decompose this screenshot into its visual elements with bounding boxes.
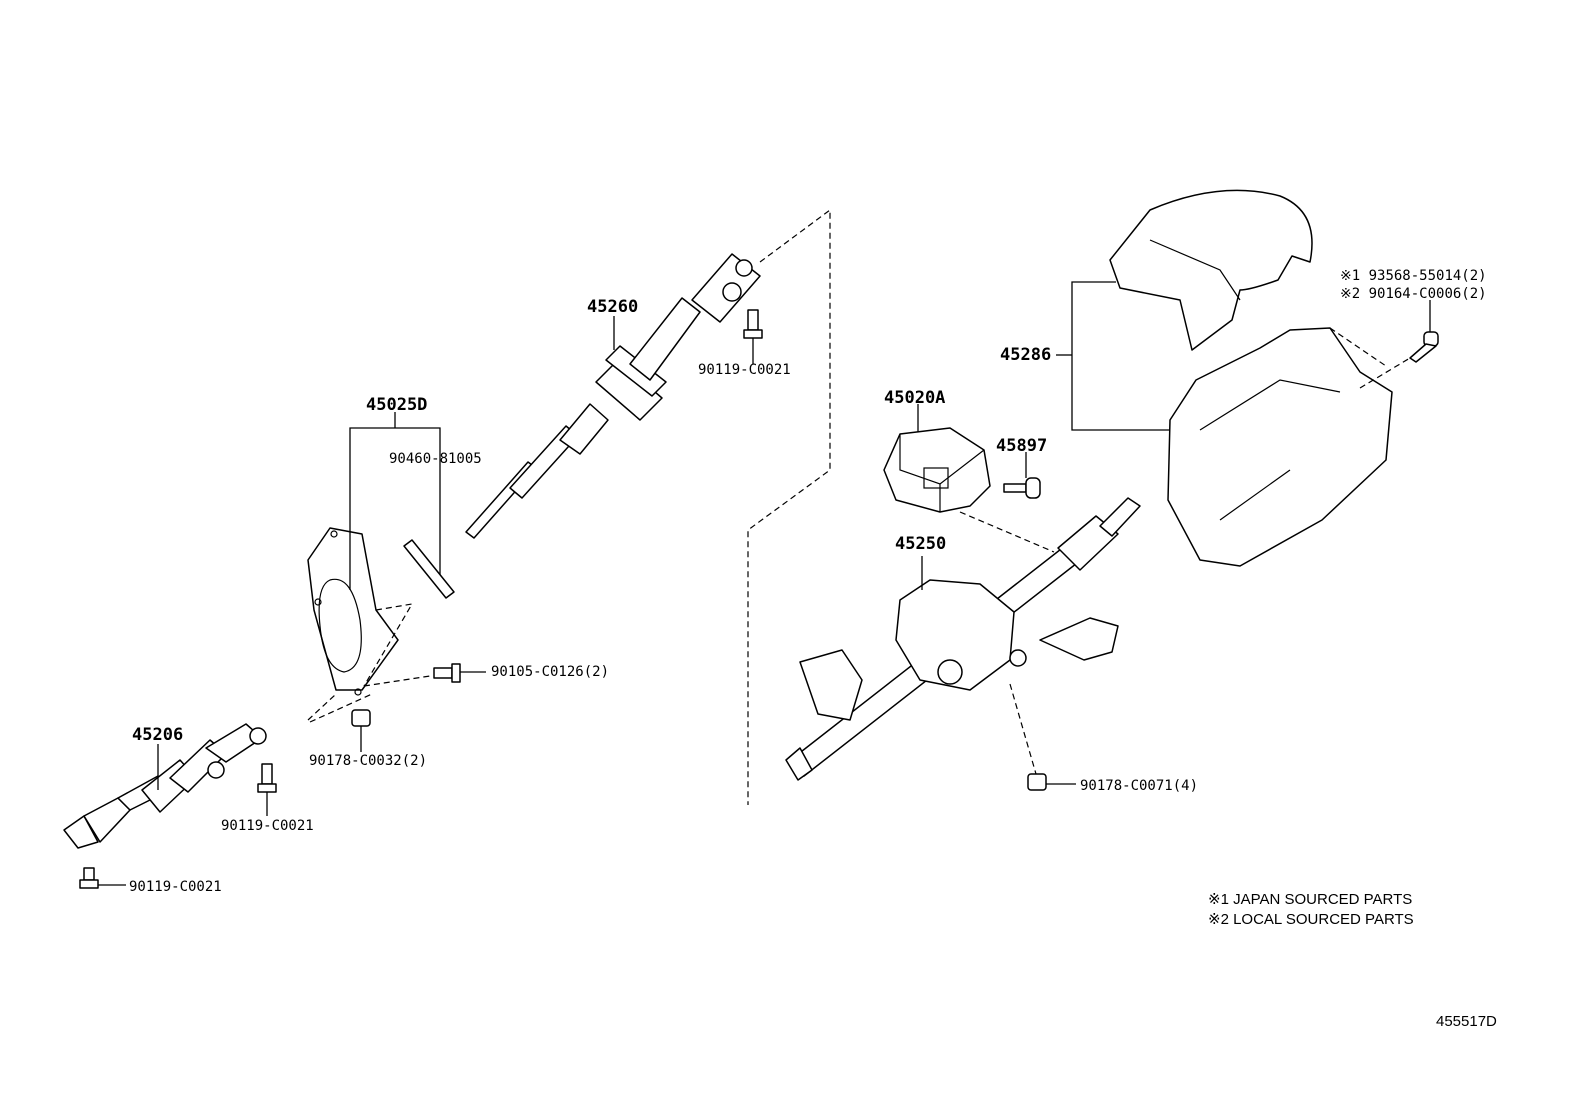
- label-45897: 45897: [996, 436, 1047, 456]
- label-93568: ※1 93568-55014(2): [1340, 268, 1487, 284]
- bolt-45897: [1003, 477, 1041, 499]
- label-90119-mid: 90119-C0021: [221, 818, 314, 834]
- label-45206: 45206: [132, 725, 183, 745]
- label-45020A: 45020A: [884, 388, 945, 408]
- bolt-90119-mid: [257, 763, 277, 816]
- label-90105: 90105-C0126(2): [491, 664, 609, 680]
- label-90119-upper: 90119-C0021: [698, 362, 791, 378]
- note-local-sourced: ※2 LOCAL SOURCED PARTS: [1208, 911, 1414, 928]
- column-cover-lower: [1167, 327, 1393, 567]
- note-japan-sourced: ※1 JAPAN SOURCED PARTS: [1208, 891, 1412, 908]
- nut-90178-C0071: [1027, 773, 1076, 791]
- bolt-90119-bottom: [79, 867, 126, 889]
- label-45286: 45286: [1000, 345, 1051, 365]
- label-45025D: 45025D: [366, 395, 427, 415]
- label-90460: 90460-81005: [389, 451, 482, 467]
- label-45260: 45260: [587, 297, 638, 317]
- label-90164: ※2 90164-C0006(2): [1340, 286, 1487, 302]
- label-90178-C0032: 90178-C0032(2): [309, 753, 427, 769]
- bolt-90119-upper: [743, 309, 763, 364]
- bolt-90105: [433, 663, 486, 683]
- label-90119-bottom: 90119-C0021: [129, 879, 222, 895]
- label-45250: 45250: [895, 534, 946, 554]
- column-cover-upper: [1109, 189, 1313, 351]
- intermediate-shaft-45260: [465, 208, 831, 805]
- hole-cover-45025D: [307, 527, 431, 723]
- nut-90178-C0032: [351, 709, 371, 752]
- sliding-yoke-45206: [63, 723, 267, 849]
- steering-column-45250: [785, 497, 1141, 781]
- screw-93568-90164: [1409, 300, 1439, 363]
- illustration-id: 455517D: [1436, 1013, 1497, 1030]
- steering-lock-45020A: [883, 427, 991, 513]
- label-90178-C0071: 90178-C0071(4): [1080, 778, 1198, 794]
- pin-90460: [403, 539, 455, 599]
